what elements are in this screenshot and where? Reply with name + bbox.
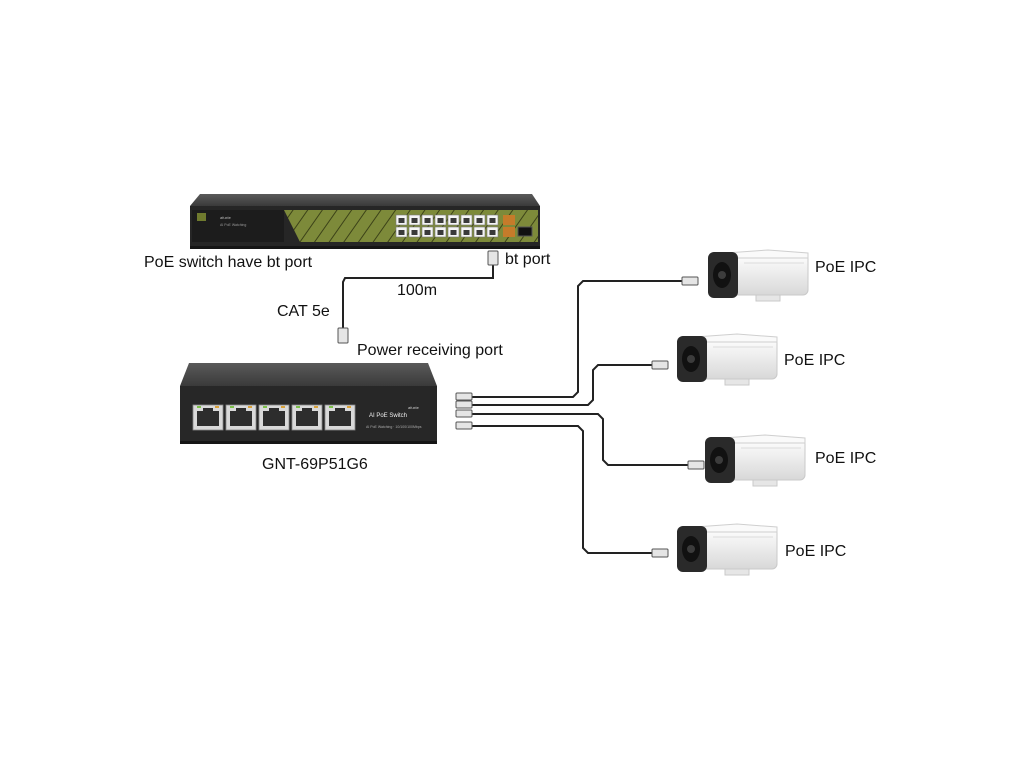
camera-label: PoE IPC <box>784 352 846 369</box>
small-switch-name: AI PoE Switch <box>369 413 407 419</box>
big-switch-port <box>473 214 486 226</box>
small-switch-ports <box>192 404 356 431</box>
small-switch-port <box>324 404 356 431</box>
small-switch-port <box>192 404 224 431</box>
big-switch-port <box>421 226 434 238</box>
cable-camera-2 <box>470 364 655 406</box>
rj45-plug-power-port <box>337 327 349 344</box>
rj45-plug-bt-port <box>487 250 499 266</box>
cable-camera-3 <box>470 413 691 466</box>
big-switch-port <box>447 214 460 226</box>
big-switch-port <box>434 214 447 226</box>
ip-camera <box>677 333 778 386</box>
big-poe-switch: afuxte AI PoE Watching <box>190 194 540 249</box>
cable-uplink <box>342 259 494 328</box>
camera-label: PoE IPC <box>815 450 877 467</box>
big-switch-port <box>421 214 434 226</box>
bt-port-indicator <box>503 215 515 225</box>
cable-camera-4 <box>470 425 656 554</box>
rj45-plugs-camera-side <box>651 276 705 558</box>
small-poe-switch: afuxte AI PoE Switch AI PoE Watching · 1… <box>180 363 437 444</box>
big-switch-port <box>460 226 473 238</box>
model-label: GNT-69P51G6 <box>262 456 368 473</box>
cable-camera-1 <box>470 280 686 398</box>
small-switch-brand: afuxte <box>408 405 420 410</box>
big-switch-port <box>460 214 473 226</box>
small-switch-port <box>291 404 323 431</box>
cable-type-label: CAT 5e <box>277 303 330 320</box>
ip-camera <box>705 434 806 487</box>
small-switch-port <box>258 404 290 431</box>
big-switch-brand: afuxte <box>220 215 232 220</box>
big-switch-subtitle: AI PoE Watching <box>220 223 246 227</box>
big-switch-port <box>408 214 421 226</box>
small-switch-subtitle: AI PoE Watching · 10/100/100Mbps <box>366 425 422 429</box>
big-switch-port <box>408 226 421 238</box>
power-receiving-port-label: Power receiving port <box>357 342 503 359</box>
rj45-plugs-switch-side <box>455 392 473 430</box>
big-switch-port <box>434 226 447 238</box>
distance-label: 100m <box>397 282 438 299</box>
big-switch-port <box>395 226 408 238</box>
power-led-icon <box>197 213 206 221</box>
camera-group <box>677 249 809 576</box>
big-switch-port <box>447 226 460 238</box>
big-switch-port-grid <box>395 214 499 238</box>
camera-label: PoE IPC <box>785 543 847 560</box>
ip-camera <box>708 249 809 302</box>
big-switch-port <box>486 226 499 238</box>
big-switch-label: PoE switch have bt port <box>144 254 313 271</box>
camera-label: PoE IPC <box>815 259 877 276</box>
ip-camera <box>677 523 778 576</box>
big-switch-port <box>395 214 408 226</box>
sfp-port <box>517 226 533 237</box>
bt-port-label: bt port <box>505 251 551 268</box>
big-switch-port <box>473 226 486 238</box>
big-switch-port <box>486 214 499 226</box>
small-switch-port <box>225 404 257 431</box>
